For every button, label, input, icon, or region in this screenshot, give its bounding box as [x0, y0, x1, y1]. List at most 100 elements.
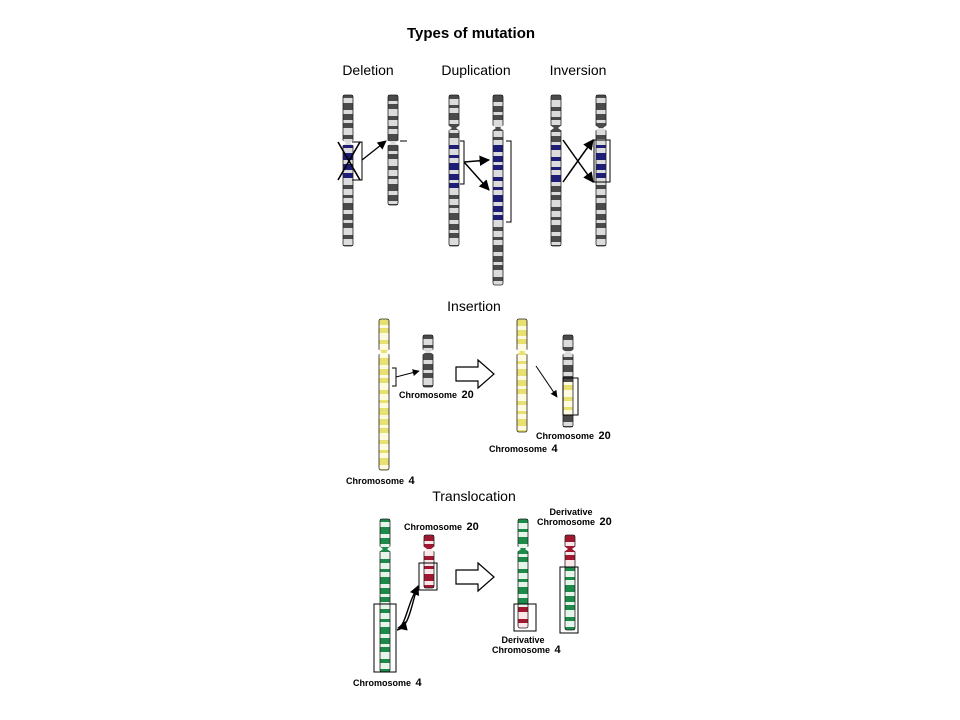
chromosome-band [424, 541, 434, 544]
chromosome-band [518, 562, 528, 569]
chromosome-band [449, 188, 459, 195]
chromosome-20-label: Chromosome 20 [399, 385, 474, 402]
derivative-chromosome-4-label: Chromosome 4 [492, 640, 561, 657]
chromosome-band [379, 450, 389, 453]
chromosome-band [379, 369, 389, 375]
chromosome-band [563, 335, 573, 340]
chromosome-band [343, 95, 353, 98]
chromosome-band [517, 344, 527, 351]
chromosome-band [493, 215, 503, 220]
chromosome-band [449, 245, 459, 246]
chromosome-band [493, 156, 503, 162]
chromosome-band [343, 185, 353, 189]
chromosome-band [449, 155, 459, 158]
chromosome-band [379, 428, 389, 433]
chromosome-band [423, 353, 433, 360]
chromosome-band [493, 256, 503, 262]
chromosome-band [517, 376, 527, 380]
chromosome-band [423, 378, 433, 385]
chromosome-band [563, 401, 573, 407]
chromosome-outline [387, 94, 399, 206]
chromosome-band [380, 652, 390, 659]
chromosome-band [551, 225, 561, 232]
inversion-arrow [562, 139, 594, 183]
chromosome-outline [422, 334, 434, 388]
chromosome-band [423, 385, 433, 387]
chromosome-outline [423, 534, 435, 589]
chromosome-band [551, 186, 561, 192]
chromosome-band [596, 95, 606, 98]
centromere [492, 125, 504, 131]
chromosome-band [596, 120, 606, 123]
chromosome-band [517, 351, 527, 355]
chromosome-band [424, 549, 434, 556]
chromosome [550, 94, 562, 247]
chromosome-band [424, 566, 434, 569]
chromosome-band [449, 113, 459, 120]
chromosome-outline [378, 318, 390, 471]
chromosome-band [380, 544, 390, 547]
chromosome [517, 518, 529, 629]
chromosome-band [343, 145, 353, 148]
chromosome-band [449, 180, 459, 183]
chromosome-band [380, 538, 390, 544]
chromosome-band [596, 239, 606, 245]
chromosome-band [449, 205, 459, 208]
chromosome-band [565, 592, 575, 596]
chromosome-band [551, 167, 561, 170]
chromosome-band [493, 112, 503, 115]
chromosome-band [343, 103, 353, 110]
chromosome-band [388, 166, 398, 170]
chromosome-band [388, 104, 398, 109]
chromosome-band [596, 198, 606, 203]
chromosome-band [379, 333, 389, 340]
chromosome-band [596, 145, 606, 148]
chromosome-band [518, 579, 528, 582]
chromosome-band [518, 537, 528, 544]
chromosome-band [449, 230, 459, 233]
chromosome-band [518, 623, 528, 628]
chromosome-band [343, 114, 353, 120]
chromosome-band [493, 120, 503, 127]
chromosome-band [449, 213, 459, 220]
chromosome-band [379, 469, 389, 470]
chromosome-band [449, 158, 459, 163]
duplication-arrow [463, 161, 490, 191]
chromosome-band [343, 148, 353, 153]
chromosome-band [493, 195, 503, 202]
centromere [595, 125, 607, 131]
chromosome-band [388, 179, 398, 184]
chromosome-band [343, 98, 353, 103]
chromosome-band [423, 348, 433, 353]
chromosome-band [388, 154, 398, 159]
translocation-heading: Translocation [432, 488, 516, 504]
chromosome-band [424, 581, 434, 585]
chromosome [516, 318, 528, 433]
chromosome-band [493, 220, 503, 227]
chromosome-band [563, 410, 573, 415]
chromosome-band [380, 634, 390, 638]
chromosome-band [493, 131, 503, 137]
chromosome-band [493, 265, 503, 270]
chromosome-band [563, 385, 573, 390]
chromosome-band [449, 105, 459, 108]
chromosome-band [563, 351, 573, 357]
chromosome-band [388, 120, 398, 126]
chromosome-band [343, 135, 353, 139]
chromosome-band [551, 120, 561, 125]
chromosome-band [379, 325, 389, 328]
chromosome-band [493, 145, 503, 152]
chromosome-band [551, 111, 561, 117]
chromosome-band [493, 252, 503, 256]
centromere [423, 546, 435, 552]
chromosome-band [379, 400, 389, 403]
insertion-source-bracket [392, 367, 397, 387]
centromere [387, 140, 399, 146]
chromosome-band [493, 240, 503, 245]
chromosome-band [379, 444, 389, 450]
chromosome-band [380, 613, 390, 619]
chromosome-band [379, 419, 389, 425]
chromosome-band [565, 617, 575, 621]
chromosome-band [449, 149, 459, 155]
chromosome-band [423, 373, 433, 378]
